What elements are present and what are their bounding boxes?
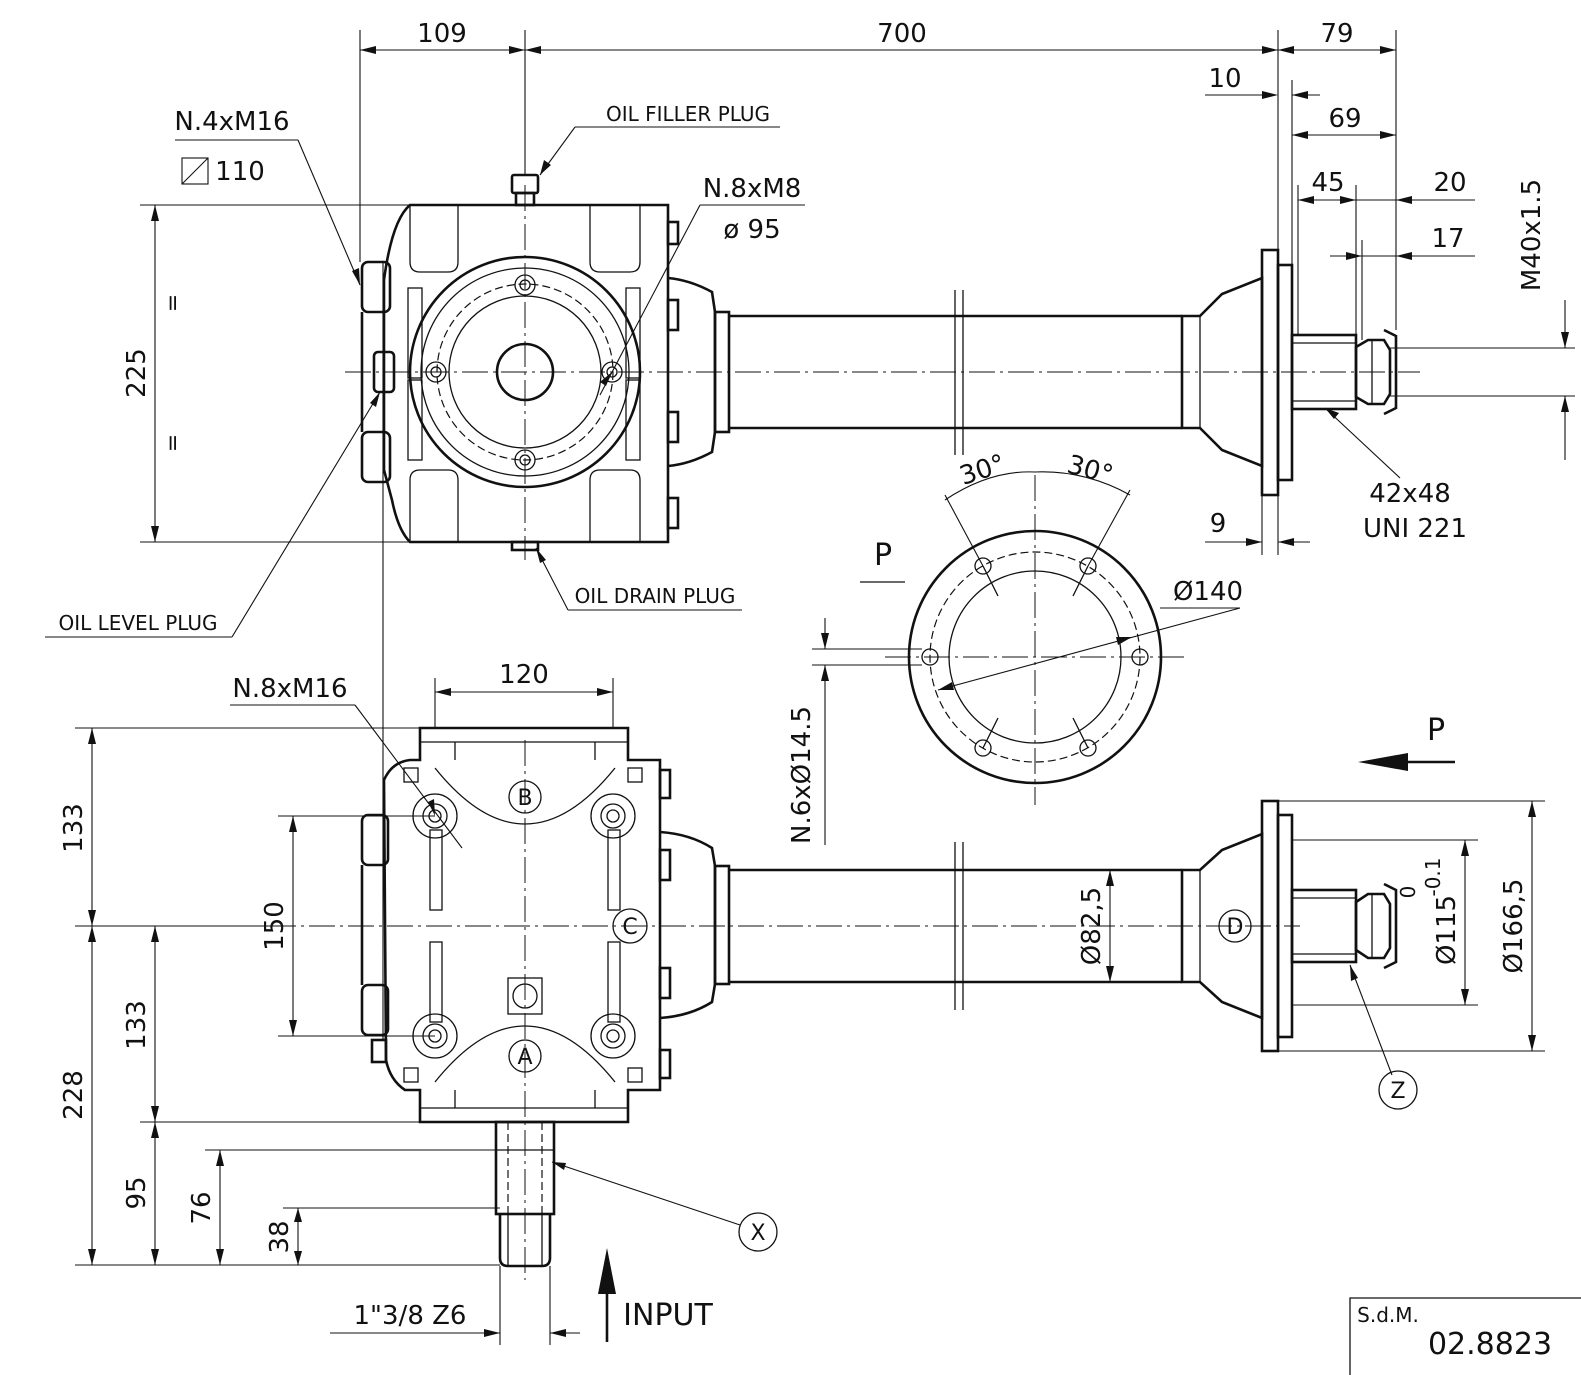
face-label-a: A xyxy=(517,1045,532,1070)
spline-label-1: 42x48 xyxy=(1369,479,1451,509)
callout-n6: N.6xØ14.5 xyxy=(787,706,817,844)
angle-30-right: 30° xyxy=(1064,450,1116,491)
callout-dia95: ø 95 xyxy=(723,215,780,245)
dim-133-top: 133 xyxy=(59,803,89,853)
callout-input-spline: 1"3/8 Z6 xyxy=(354,1301,467,1331)
dim-45: 45 xyxy=(1311,168,1344,198)
dim-79: 79 xyxy=(1320,19,1353,49)
dim-700: 700 xyxy=(877,19,927,49)
dim-150: 150 xyxy=(260,901,290,951)
shaft-label-z: Z xyxy=(1390,1079,1405,1104)
dim-82-5: Ø82,5 xyxy=(1077,887,1107,965)
dim-115-tol-lower: -0.1 xyxy=(1421,857,1445,896)
label-oil-filler: OIL FILLER PLUG xyxy=(606,102,770,126)
spline-label-2: UNI 221 xyxy=(1363,514,1467,544)
bottom-dimensions: 120 N.8xM16 133 228 133 95 76 38 xyxy=(59,262,1545,1345)
dim-133-bottom: 133 xyxy=(122,1000,152,1050)
dim-115: Ø115 xyxy=(1432,895,1462,965)
dim-38: 38 xyxy=(265,1220,295,1253)
callout-n8m8: N.8xM8 xyxy=(703,174,802,204)
view-arrow-p: P xyxy=(1358,713,1455,771)
dim-10: 10 xyxy=(1208,64,1241,94)
input-label: INPUT xyxy=(623,1298,713,1333)
face-label-c: C xyxy=(622,915,637,940)
dim-20: 20 xyxy=(1433,168,1466,198)
shaft-label-x: X xyxy=(750,1221,765,1246)
dim-109: 109 xyxy=(417,19,467,49)
dim-228: 228 xyxy=(59,1070,89,1120)
dim-140: Ø140 xyxy=(1173,577,1243,607)
face-label-b: B xyxy=(517,786,532,811)
title-block: S.d.M. 02.8823 xyxy=(1349,1297,1581,1375)
dim-76: 76 xyxy=(187,1191,217,1224)
dim-m40: M40x1.5 xyxy=(1517,179,1547,291)
label-oil-drain: OIL DRAIN PLUG xyxy=(575,584,736,608)
dim-95: 95 xyxy=(122,1176,152,1209)
top-dimensions: 109 700 79 10 69 45 20 17 9 xyxy=(45,19,1575,638)
arrow-label-p: P xyxy=(1427,713,1445,748)
top-view xyxy=(345,173,1420,560)
flange-view-p: 30° 30° Ø140 P N.6xØ14.5 xyxy=(787,449,1243,845)
dim-69: 69 xyxy=(1328,104,1361,134)
dim-equal-top: = xyxy=(161,294,186,312)
dim-225: 225 xyxy=(122,348,152,398)
callout-n4m16: N.4xM16 xyxy=(174,107,289,137)
dim-115-tol-upper: 0 xyxy=(1396,886,1420,899)
dim-166-5: Ø166,5 xyxy=(1499,879,1529,974)
callout-sq110: 110 xyxy=(215,157,265,187)
label-oil-level: OIL LEVEL PLUG xyxy=(58,611,217,635)
dim-120: 120 xyxy=(499,660,549,690)
title-code: 02.8823 xyxy=(1428,1327,1552,1362)
dim-equal-bottom: = xyxy=(161,434,186,452)
callout-n8m16: N.8xM16 xyxy=(232,674,347,704)
face-label-d: D xyxy=(1227,915,1244,940)
angle-30-left: 30° xyxy=(956,449,1009,492)
bottom-view: B A C D xyxy=(270,726,1398,1280)
title-company: S.d.M. xyxy=(1357,1303,1419,1327)
dim-17: 17 xyxy=(1431,224,1464,254)
dim-9: 9 xyxy=(1210,509,1227,539)
view-label-p: P xyxy=(874,538,892,573)
